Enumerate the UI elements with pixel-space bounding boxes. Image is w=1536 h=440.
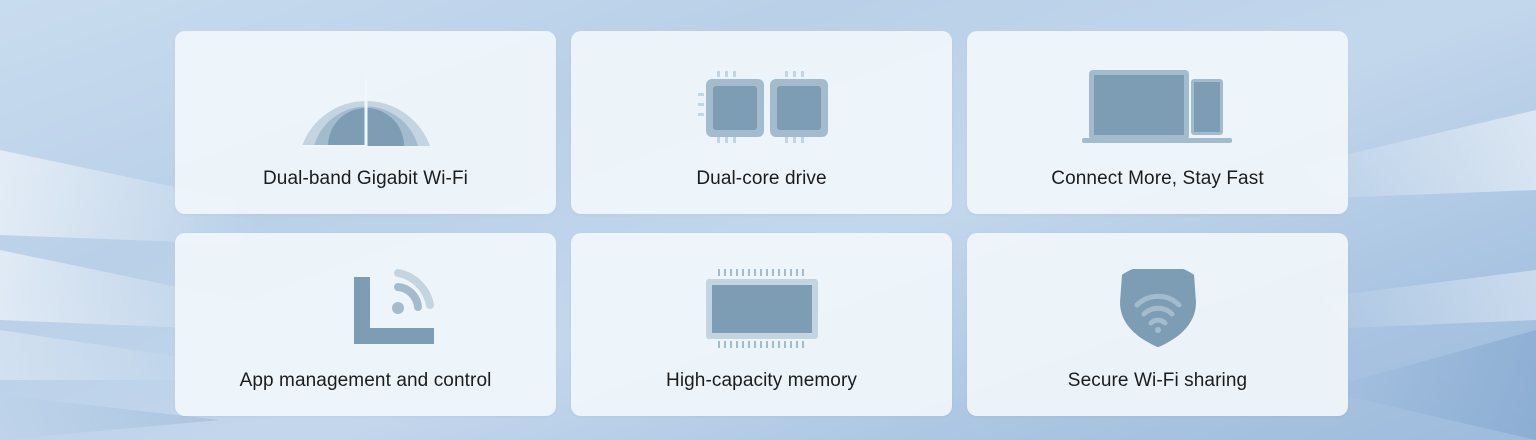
feature-label: High-capacity memory: [666, 370, 857, 391]
feature-card-memory: High-capacity memory: [571, 233, 952, 416]
app-control-icon: [286, 269, 446, 349]
feature-grid: Dual-band Gigabit Wi-Fi Dual-core drive: [175, 31, 1348, 417]
feature-card-secure-sharing: Secure Wi-Fi sharing: [967, 233, 1348, 416]
laptop-tablet-icon: [1078, 67, 1238, 147]
feature-card-connect-more: Connect More, Stay Fast: [967, 31, 1348, 214]
wifi-shield-icon: [1078, 269, 1238, 349]
feature-label: Connect More, Stay Fast: [1051, 168, 1264, 189]
wifi-signal-icon: [286, 67, 446, 147]
feature-label: App management and control: [239, 370, 492, 391]
dual-core-chip-icon: [682, 67, 842, 147]
feature-label: Secure Wi-Fi sharing: [1067, 370, 1248, 391]
feature-card-app-management: App management and control: [175, 233, 556, 416]
memory-chip-icon: [682, 269, 842, 349]
feature-label: Dual-core drive: [696, 168, 827, 189]
feature-card-dual-core: Dual-core drive: [571, 31, 952, 214]
feature-card-dual-band-wifi: Dual-band Gigabit Wi-Fi: [175, 31, 556, 214]
feature-label: Dual-band Gigabit Wi-Fi: [262, 168, 469, 189]
